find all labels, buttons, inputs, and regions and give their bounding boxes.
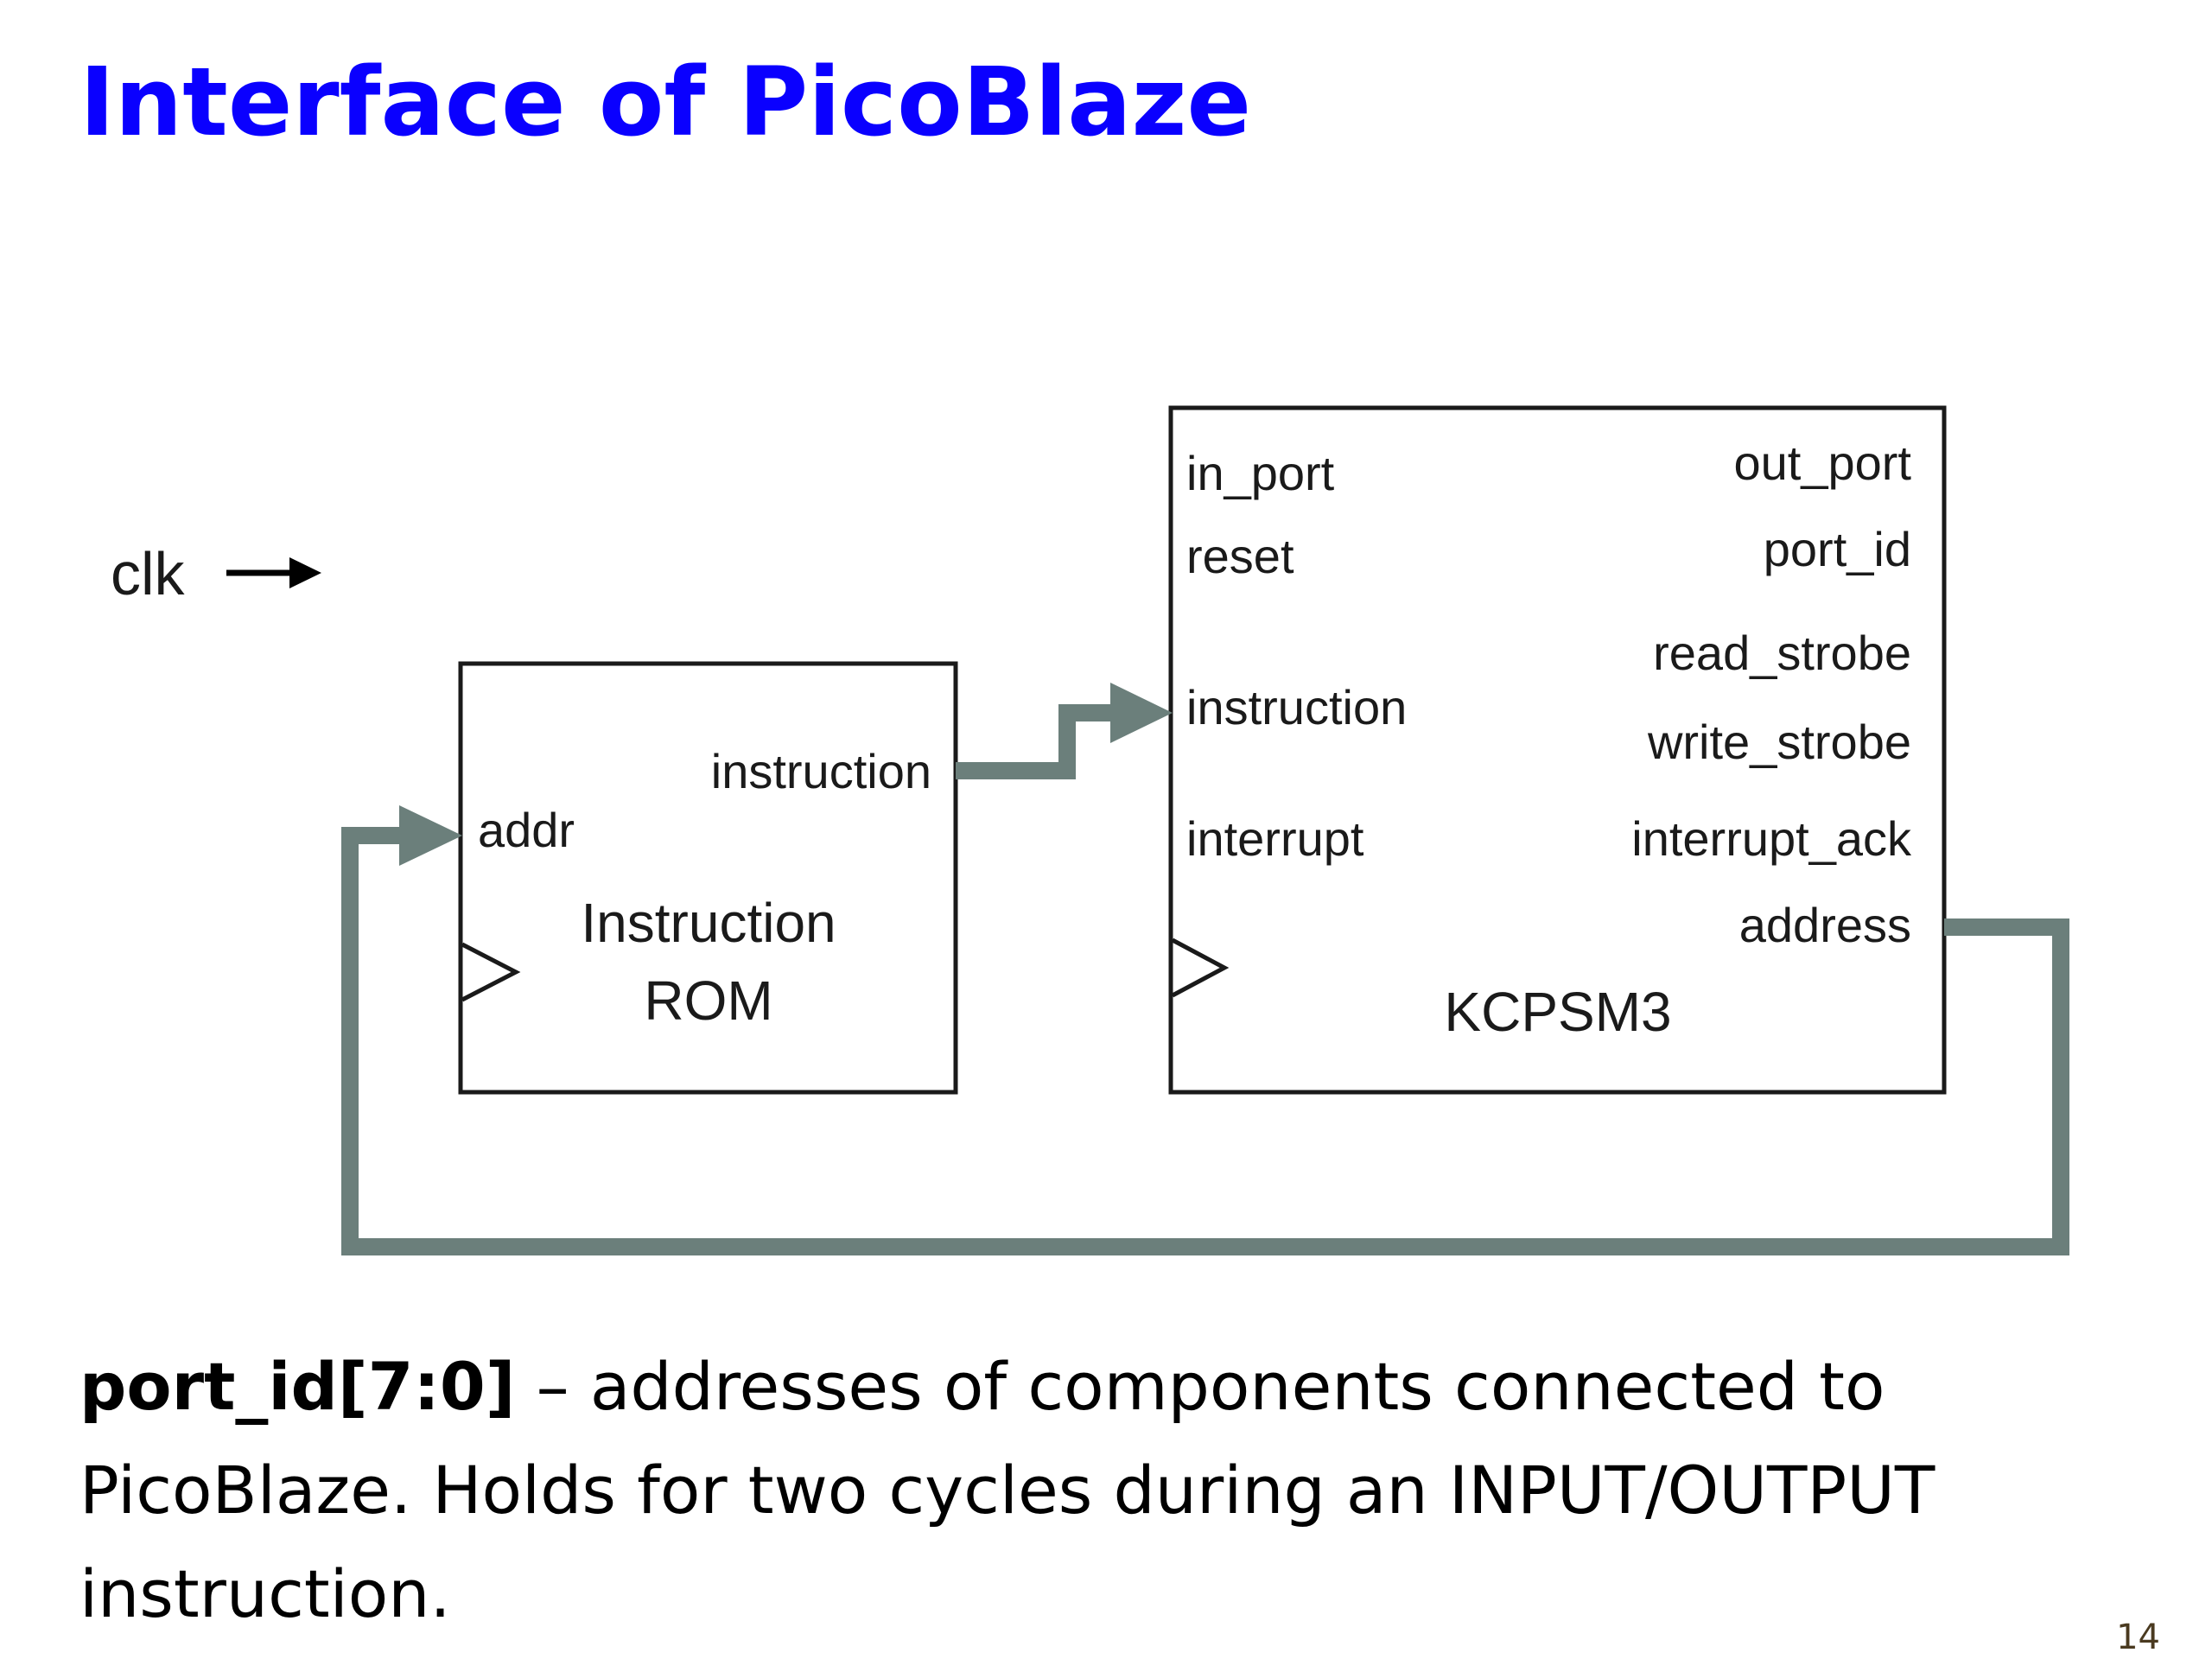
rom-port-instruction: instruction [711, 744, 931, 798]
kcpsm3-port-address: address [1739, 898, 1911, 952]
instruction-bus-wire [956, 683, 1173, 779]
rom-port-addr: addr [478, 803, 575, 857]
slide-title: Interface of PicoBlaze [79, 47, 1252, 157]
port-id-description: port_id[7:0] – addresses of components c… [79, 1335, 2136, 1646]
kcpsm3-port-reset: reset [1186, 529, 1294, 583]
kcpsm3-name: KCPSM3 [1444, 981, 1671, 1043]
kcpsm3-port-read-strobe: read_strobe [1653, 626, 1911, 680]
kcpsm3-port-interrupt: interrupt [1186, 811, 1364, 866]
rom-name-line2: ROM [644, 969, 772, 1032]
port-id-description-text: – addresses of components connected to P… [79, 1348, 1936, 1632]
kcpsm3-port-interrupt-ack: interrupt_ack [1631, 811, 1912, 866]
port-id-term: port_id[7:0] [79, 1348, 516, 1425]
clk-label: clk [111, 540, 186, 607]
rom-name-line1: Instruction [581, 892, 836, 954]
kcpsm3-port-instruction: instruction [1186, 680, 1407, 734]
address-bus-wire [341, 805, 2069, 1255]
kcpsm3-port-in-port: in_port [1186, 446, 1335, 500]
rom-clock-triangle [461, 942, 521, 1002]
kcpsm3-block [1168, 405, 1947, 1095]
kcpsm3-port-out-port: out_port [1734, 435, 1912, 490]
page-number: 14 [2116, 1618, 2160, 1657]
instruction-rom-block [458, 661, 958, 1095]
kcpsm3-clock-triangle [1171, 938, 1230, 998]
clk-arrow [226, 557, 321, 588]
kcpsm3-port-write-strobe: write_strobe [1647, 715, 1911, 769]
kcpsm3-port-port-id: port_id [1764, 522, 1911, 576]
